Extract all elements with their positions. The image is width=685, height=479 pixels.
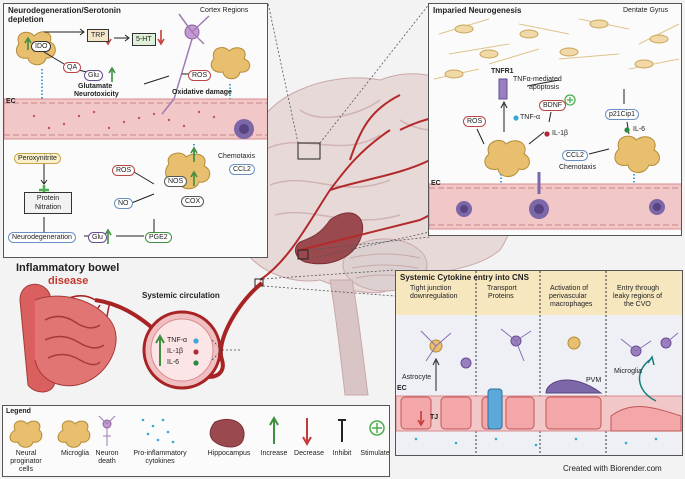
glu2-label: Glu <box>88 232 107 243</box>
neuro-region: Dentate Gyrus <box>623 7 669 14</box>
ido-label: IDO <box>31 41 52 52</box>
ccl2-label: CCL2 <box>229 164 255 175</box>
circle-il6: IL-6 <box>167 359 180 366</box>
col1-line1: Tight junction <box>410 285 452 292</box>
ibd-title-1: Inflammatory bowel <box>16 262 120 274</box>
neuro-ros: ROS <box>463 116 487 127</box>
legend-stimulate: Stimulate <box>360 450 390 457</box>
cns-ec: EC <box>397 385 407 392</box>
glutamate-tox-2: Neurotoxicity <box>74 91 119 98</box>
glu-label: Glu <box>84 70 103 81</box>
neuro-tnf: TNF-α <box>520 114 540 121</box>
bdnf-label: BDNF <box>539 100 567 111</box>
col1-line2: downregulation <box>410 293 458 300</box>
pvm-label: PVM <box>586 377 602 384</box>
hippocampus-shape <box>294 212 364 265</box>
cortex-ec: EC <box>6 98 16 105</box>
protein-nitration-2: Nitration <box>24 202 72 214</box>
legend-microglia: Microglia <box>60 450 89 457</box>
neuro-il1b: IL-1β <box>552 130 569 137</box>
legend-inhibit: Inhibit <box>332 450 352 457</box>
circle-il1b: IL-1β <box>167 348 184 355</box>
intestine-illustration <box>19 283 117 393</box>
cortex-title-1: Neurodegeneration/Serotonin <box>8 6 121 15</box>
col4-line3: the CVO <box>624 301 651 308</box>
systemic-circulation: Systemic circulation <box>142 291 220 300</box>
ht-label: 5-HT <box>132 33 156 46</box>
neuro-ec: EC <box>431 180 441 187</box>
tnf-apoptosis-1: TNFα-mediated <box>513 76 562 83</box>
glutamate-tox-1: Glutamate <box>78 83 113 90</box>
oxidative-label: Oxidative damage <box>172 89 232 96</box>
ros2-label: ROS <box>112 165 136 176</box>
col3-line3: macrophages <box>550 301 593 308</box>
neuro-ccl2: CCL2 <box>562 150 588 161</box>
legend-increase: Increase <box>260 450 288 457</box>
cortex-panel: Neurodegeneration/Serotonin depletion Co… <box>3 3 268 258</box>
neurogenesis-art <box>429 18 681 230</box>
cortex-title-2: depletion <box>8 15 44 24</box>
p21-label: p21Cip1 <box>605 109 640 120</box>
peroxynitrite-label: Peroxynitrite <box>14 153 61 164</box>
tnf-apoptosis-2: apoptosis <box>529 84 559 91</box>
legend-art <box>9 415 385 448</box>
col3-line1: Activation of <box>550 285 589 292</box>
neuro-chemotaxis: Chemotaxis <box>559 164 596 171</box>
legend-hippocampus: Hippocampus <box>207 450 251 457</box>
cns-entry-panel: Systemic Cytokine entry into CNS Tight j… <box>395 270 683 456</box>
cortex-art <box>4 13 267 244</box>
legend-title: Legend <box>6 408 31 415</box>
tnfr1-label: TNFR1 <box>491 68 514 75</box>
no-label: NO <box>114 198 133 209</box>
cns-microglia: Microglia <box>614 368 643 375</box>
trp-label: TRP <box>87 29 109 42</box>
cortex-region: Cortex Regions <box>200 7 249 14</box>
astrocyte-label: Astrocyte <box>402 374 432 381</box>
circle-tnf: TNF-α <box>167 337 187 344</box>
protein-nitration-1: Protein <box>24 192 72 204</box>
cox-label: COX <box>181 196 205 207</box>
ibd-title-2: disease <box>48 275 89 287</box>
neuro-il6: IL-6 <box>633 126 646 133</box>
ros-label: ROS <box>188 70 212 81</box>
pge2-label: PGE2 <box>145 232 172 243</box>
col2-line1: Transport <box>487 285 517 292</box>
qa-label: QA <box>63 62 82 73</box>
neurogenesis-panel: Imparied Neurogenesis Dentate Gyrus TNFR… <box>428 3 682 236</box>
cns-title: Systemic Cytokine entry into CNS <box>400 273 529 282</box>
neuro-title: Imparied Neurogenesis <box>433 6 522 15</box>
cns-art <box>396 271 682 455</box>
nos-label: NOS <box>164 176 188 187</box>
col2-line2: Proteins <box>488 293 514 300</box>
col4-line2: leaky regions of <box>613 293 663 300</box>
col3-line2: perivascular <box>549 293 587 300</box>
col4-line1: Entry through <box>617 285 660 292</box>
tj-label: TJ <box>430 414 439 421</box>
footer-credit: Created with Biorender.com <box>563 464 662 473</box>
legend-decrease: Decrease <box>294 450 324 457</box>
neurodegeneration-label: Neurodegeneration <box>8 232 76 243</box>
chemotaxis-label: Chemotaxis <box>218 153 255 160</box>
